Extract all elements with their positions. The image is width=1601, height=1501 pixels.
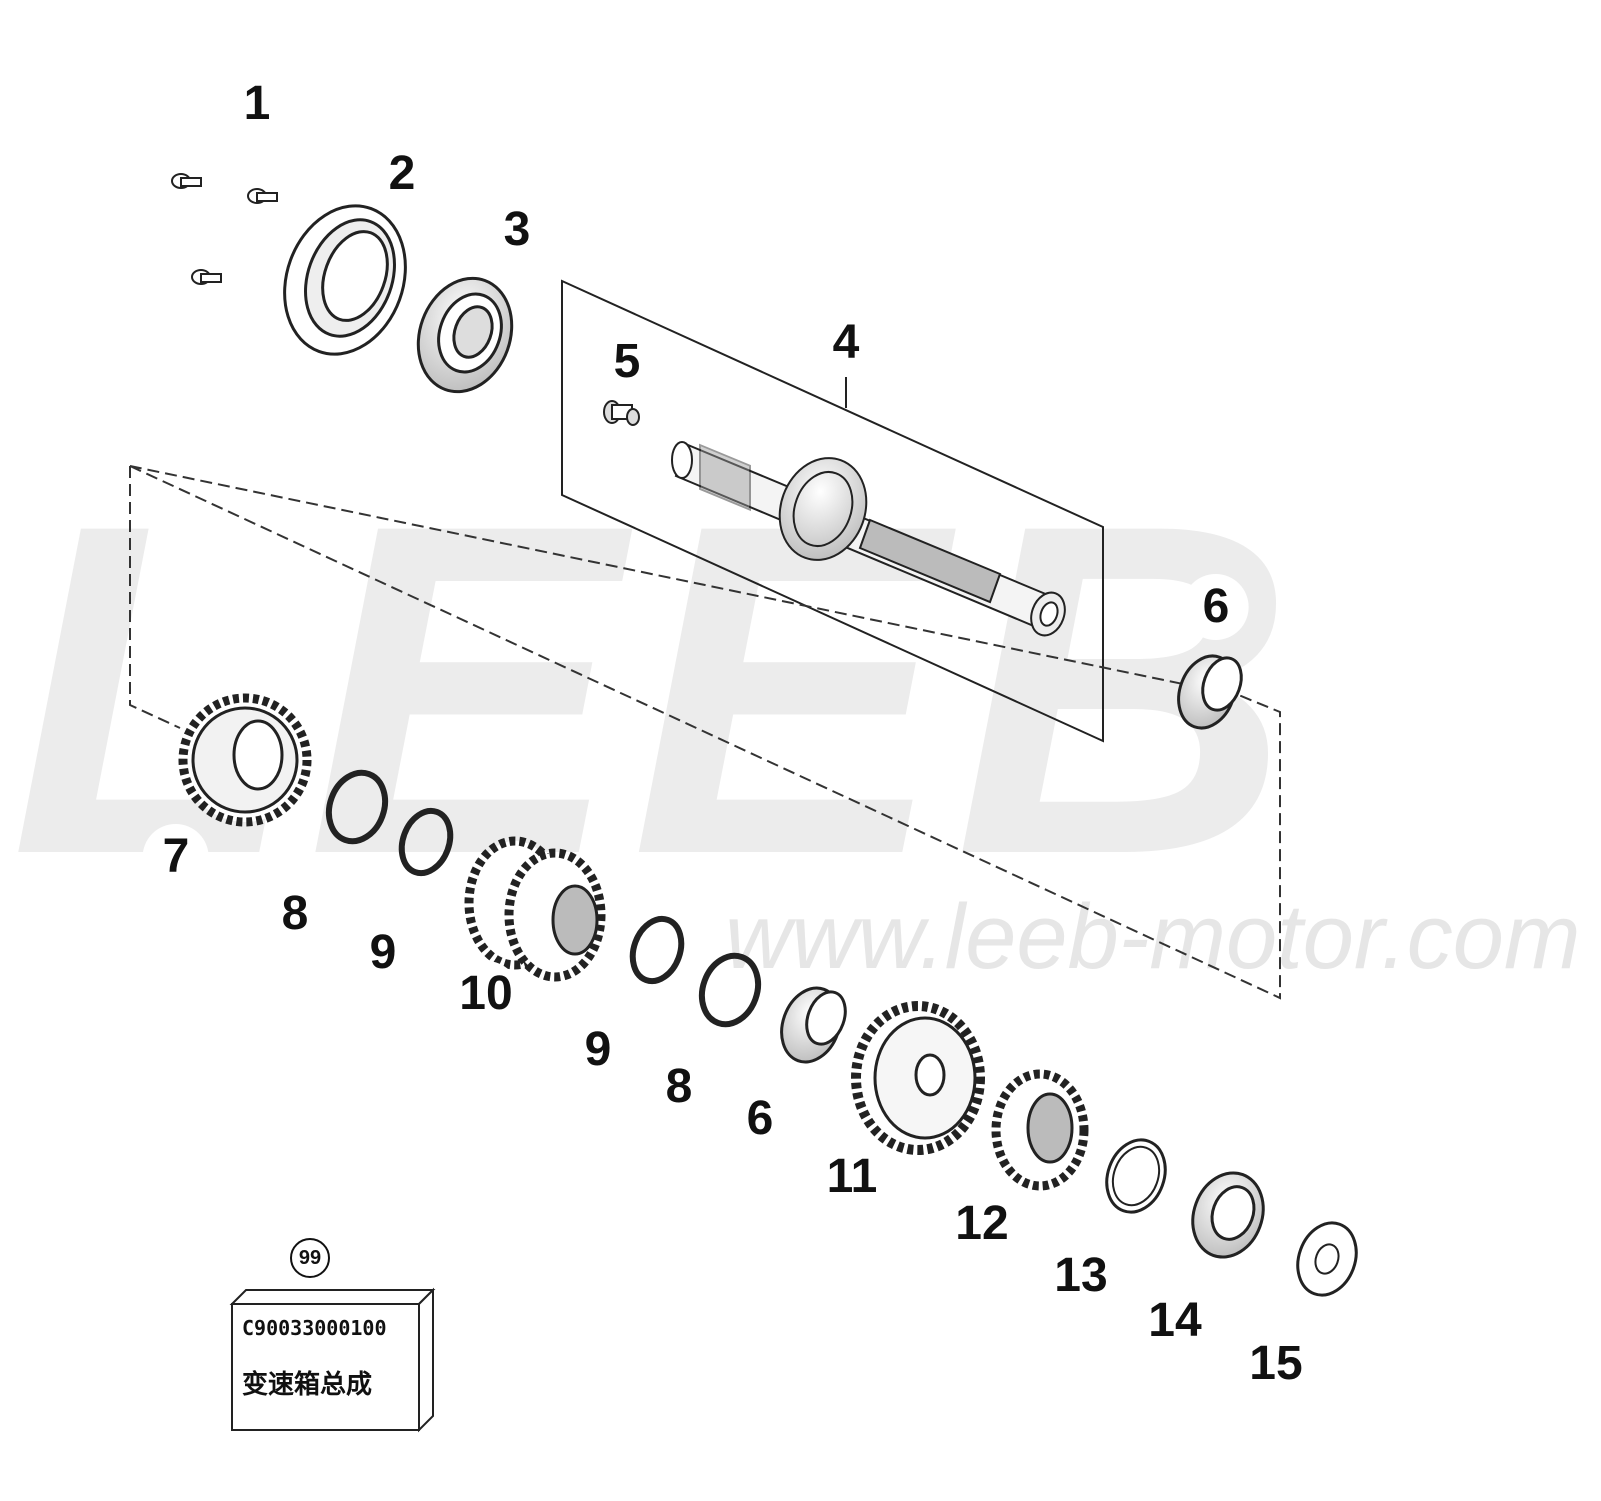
gear-part-10: [464, 836, 606, 982]
washer-part-13: [1105, 1138, 1167, 1214]
callout-11: 11: [826, 1150, 878, 1203]
bolt-part-1: [171, 173, 278, 285]
callout-1: 1: [243, 77, 271, 130]
kit-part-name: 变速箱总成: [242, 1370, 373, 1400]
callout-4: 4: [832, 316, 860, 369]
callout-15: 15: [1249, 1337, 1303, 1390]
bearing-retainer-part-2: [283, 204, 407, 356]
gear-part-11: [851, 1001, 985, 1155]
callout-6: 6: [746, 1092, 774, 1145]
callout-13: 13: [1054, 1249, 1108, 1302]
callout-14: 14: [1148, 1294, 1202, 1347]
kit-part-code: C90033000100: [242, 1316, 387, 1340]
gear-group-frame: [129, 465, 1281, 1000]
thrust-washer-part-8-right: [698, 952, 762, 1028]
kit-number: 99: [290, 1238, 330, 1278]
shaft-group-frame: [561, 279, 1104, 743]
callout-2: 2: [388, 147, 416, 200]
needle-bearing-part-6-upper: [1177, 654, 1243, 730]
callout-8: 8: [665, 1060, 693, 1113]
gear-part-7: [178, 693, 312, 827]
main-shaft-part-4: [671, 441, 1066, 637]
callout-9: 9: [369, 926, 397, 979]
gear-part-12: [991, 1069, 1089, 1191]
callout-7: 7: [162, 830, 190, 883]
washer-part-13-inner: [1111, 1145, 1161, 1207]
watermark-brand: LEEB: [10, 427, 1304, 952]
callout-9: 9: [584, 1023, 612, 1076]
callout-5: 5: [613, 335, 641, 388]
callout-12: 12: [955, 1197, 1009, 1250]
kit-box-outline: [229, 1287, 436, 1433]
ball-bearing-part-14: [1191, 1171, 1265, 1259]
circlip-part-9-left: [398, 807, 454, 877]
thrust-washer-part-8-left: [325, 769, 389, 845]
circlip-part-9-right: [629, 915, 685, 985]
watermark-url: www.leeb-motor.com: [725, 886, 1581, 988]
callout-8: 8: [281, 887, 309, 940]
ball-bearing-part-3: [416, 276, 514, 394]
plug-part-5: [603, 400, 640, 426]
callout-3: 3: [503, 203, 531, 256]
callout-6: 6: [1202, 580, 1230, 633]
gear-group-frame-left: [129, 466, 181, 729]
flat-washer-part-15-hole: [1314, 1243, 1340, 1275]
callout-10: 10: [459, 967, 513, 1020]
needle-bearing-part-6-lower: [780, 986, 847, 1064]
